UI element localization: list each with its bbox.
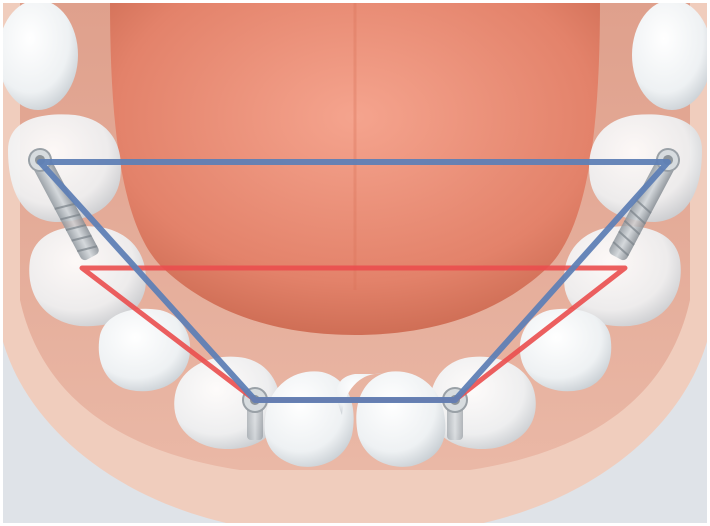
premolar-left-2	[99, 309, 190, 392]
molar-upper-left	[0, 0, 78, 110]
molar-upper-right	[632, 0, 710, 110]
premolar-right-2	[520, 309, 611, 392]
